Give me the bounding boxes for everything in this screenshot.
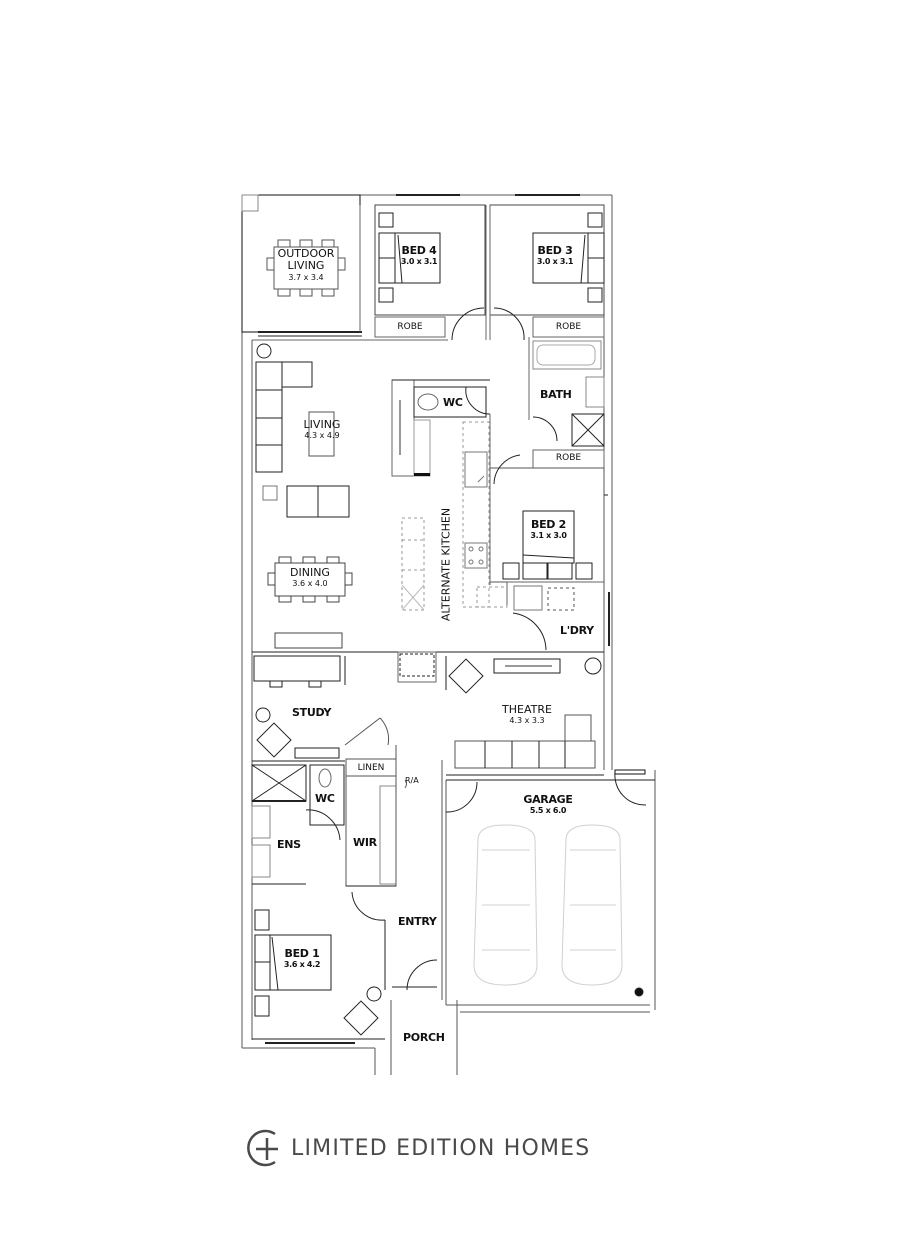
room-name: BED 4 bbox=[401, 244, 437, 257]
wc-main-label: WC bbox=[443, 396, 463, 409]
laundry-label: L'DRY bbox=[560, 624, 594, 637]
room-dims: 3.6 x 4.2 bbox=[283, 960, 321, 969]
porch-label: PORCH bbox=[403, 1031, 445, 1044]
linen-wir bbox=[344, 717, 407, 887]
return-air-label: R/A bbox=[405, 776, 419, 785]
bed3-room bbox=[489, 194, 605, 341]
linen-label: LINEN bbox=[357, 763, 385, 773]
entry-doors bbox=[351, 891, 438, 991]
bath-label: BATH bbox=[540, 388, 572, 401]
interior-walls bbox=[252, 205, 604, 605]
bed1-label: BED 1 3.6 x 4.2 bbox=[277, 947, 327, 969]
car-left bbox=[473, 824, 538, 986]
bed4-room bbox=[374, 194, 486, 341]
garage-label: GARAGE 5.5 x 6.0 bbox=[510, 793, 586, 815]
room-name: BED 3 bbox=[537, 244, 573, 257]
room-dims: 4.3 x 3.3 bbox=[509, 716, 545, 725]
robe-bed3-label: ROBE bbox=[555, 322, 582, 332]
room-name: LIVING bbox=[303, 418, 341, 431]
bed4-label: BED 4 3.0 x 3.1 bbox=[398, 244, 440, 266]
room-name: DINING bbox=[290, 566, 330, 579]
robe-bed2-label: ROBE bbox=[555, 453, 582, 463]
room-dims: 5.5 x 6.0 bbox=[529, 806, 567, 815]
dining-label: DINING 3.6 x 4.0 bbox=[279, 566, 341, 588]
wc-ens-label: WC bbox=[315, 792, 335, 805]
room-dims: 3.1 x 3.0 bbox=[530, 531, 567, 540]
room-name: OUTDOOR bbox=[277, 247, 335, 260]
cooktop bbox=[464, 542, 488, 569]
island-x bbox=[401, 584, 425, 611]
theatre-label: THEATRE 4.3 x 3.3 bbox=[502, 703, 552, 725]
garage bbox=[445, 769, 655, 997]
study-room bbox=[252, 651, 395, 762]
theatre-room bbox=[445, 656, 604, 776]
bed3-label: BED 3 3.0 x 3.1 bbox=[534, 244, 576, 266]
brand-logo: LIMITED EDITION HOMES bbox=[247, 1128, 590, 1168]
bed2-label: BED 2 3.1 x 3.0 bbox=[523, 518, 574, 540]
room-dims: 4.3 x 4.9 bbox=[304, 431, 340, 440]
ensuite bbox=[251, 764, 396, 887]
bed1-room bbox=[252, 909, 385, 1044]
wc-block bbox=[391, 379, 491, 477]
bath-room bbox=[532, 340, 605, 469]
room-name-2: LIVING bbox=[287, 259, 325, 272]
ens-label: ENS bbox=[277, 838, 301, 851]
room-dims: 3.0 x 3.1 bbox=[400, 257, 438, 266]
circle-plus-icon bbox=[247, 1129, 278, 1167]
robe-bed4-label: ROBE bbox=[397, 322, 423, 332]
alt-kitchen-label: ALTERNATE KITCHEN bbox=[439, 507, 453, 622]
living-label: LIVING 4.3 x 4.9 bbox=[299, 418, 345, 440]
brand-name: LIMITED EDITION HOMES bbox=[291, 1135, 591, 1161]
living-sofa bbox=[255, 343, 350, 518]
outdoor-living-label: OUTDOOR LIVING 3.7 x 3.4 bbox=[268, 248, 344, 284]
room-dims: 3.0 x 3.1 bbox=[536, 257, 574, 266]
dining-table bbox=[267, 556, 353, 649]
outdoor-table bbox=[266, 239, 346, 297]
wir-label: WIR bbox=[353, 836, 377, 849]
car-right bbox=[561, 824, 623, 986]
room-name: BED 2 bbox=[530, 518, 566, 531]
room-name: THEATRE bbox=[502, 703, 552, 716]
room-dims: 3.7 x 3.4 bbox=[288, 273, 324, 282]
entry-label: ENTRY bbox=[398, 915, 437, 928]
room-name: BED 1 bbox=[284, 947, 320, 960]
kitchen-sink bbox=[464, 451, 488, 488]
tv-unit bbox=[397, 651, 437, 683]
room-dims: 3.6 x 4.0 bbox=[292, 579, 328, 588]
study-label: STUDY bbox=[292, 706, 332, 719]
room-name: GARAGE bbox=[523, 793, 573, 806]
kitchen-counter bbox=[401, 421, 508, 611]
